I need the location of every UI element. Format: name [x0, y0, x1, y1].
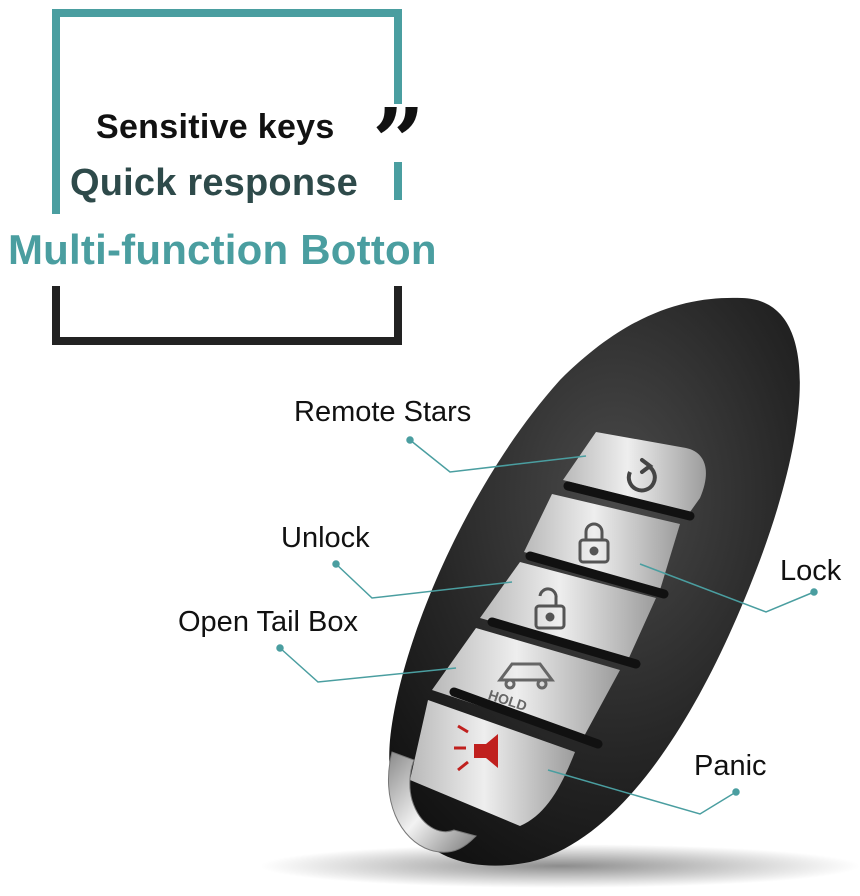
- callout-open-tail-box: Open Tail Box: [178, 606, 359, 638]
- circular-arrow-icon: [626, 458, 657, 493]
- quote-mark-icon: ”: [372, 88, 425, 196]
- callout-remote-start: Remote Stars: [294, 396, 472, 428]
- leader-line-unlock: [332, 560, 513, 599]
- button-trunk[interactable]: [432, 628, 620, 740]
- leader-line-remote-start: [406, 436, 587, 473]
- frame-right-mid-bar: [394, 162, 402, 200]
- locked-padlock-icon: [578, 522, 610, 564]
- callout-panic: Panic: [694, 750, 767, 782]
- car-trunk-icon: [497, 662, 555, 690]
- frame-right-bottom-bar: [394, 286, 402, 345]
- button-divider: [563, 481, 695, 521]
- leader-line-panic: [547, 769, 740, 815]
- callout-unlock: Unlock: [281, 522, 370, 554]
- callout-lock: Lock: [780, 555, 842, 587]
- button-lock[interactable]: [524, 494, 680, 590]
- headline-multi-function: Multi-function Botton: [8, 226, 437, 273]
- frame-left-bottom-bar: [52, 286, 60, 345]
- button-divider: [449, 687, 603, 749]
- headline-sensitive-keys: Sensitive keys: [96, 108, 335, 146]
- button-remote-start[interactable]: [563, 432, 706, 512]
- leader-line-lock: [639, 563, 818, 613]
- frame-top-bar: [52, 9, 402, 17]
- fob-shadow: [260, 844, 860, 888]
- leader-line-open-tail-box: [276, 644, 457, 683]
- button-divider: [487, 617, 641, 669]
- frame-right-top-bar: [394, 9, 402, 104]
- frame-left-top-bar: [52, 9, 60, 214]
- headline-quick-response: Quick response: [70, 162, 358, 204]
- unlocked-padlock-icon: [534, 587, 566, 630]
- button-unlock[interactable]: [480, 562, 656, 660]
- chrome-key-ring: [388, 751, 477, 853]
- button-divider: [525, 551, 669, 599]
- frame-bottom-bar: [52, 337, 402, 345]
- horn-icon: [454, 724, 498, 772]
